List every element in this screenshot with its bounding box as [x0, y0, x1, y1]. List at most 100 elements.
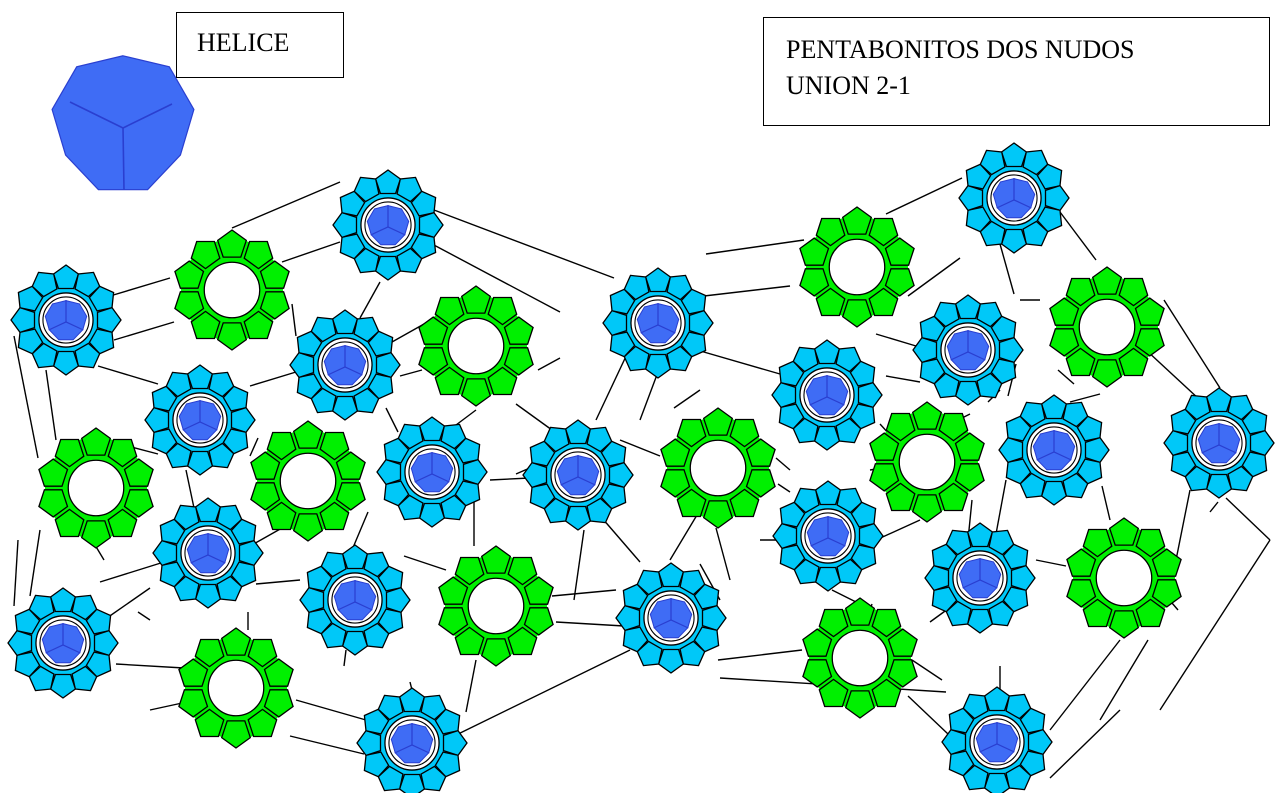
ring-center: [828, 238, 886, 296]
ring-pentagon: [363, 708, 390, 735]
connection-line: [251, 527, 283, 546]
ring-pentagon: [841, 206, 873, 235]
ring-pentagon: [679, 640, 706, 667]
connection-line: [343, 649, 347, 667]
ring-pentagon: [1019, 707, 1046, 734]
ring-pentagon: [331, 309, 359, 335]
ring-pentagon: [418, 211, 444, 239]
helice-core-seam: [670, 619, 689, 629]
ring-pentagon: [887, 659, 918, 688]
ring-pentagon: [850, 501, 877, 528]
ring-pentagon: [600, 440, 627, 467]
ring-pentagon: [292, 513, 324, 542]
ring-pentagon: [779, 544, 806, 571]
ring-pentagon: [945, 529, 972, 556]
helice-core-seam: [810, 537, 829, 547]
ring-pentagon: [1135, 598, 1166, 628]
ring-pentagon: [396, 176, 423, 203]
ring-pentagon: [1170, 408, 1197, 435]
ring-pentagon: [778, 360, 805, 387]
green-pentagon-ring-icon: [869, 401, 985, 523]
helice-core-seam: [967, 351, 986, 361]
ring-pentagon: [107, 508, 138, 538]
ring-pentagon: [74, 342, 101, 369]
helice-core-seam: [979, 743, 998, 753]
ring-pentagon: [434, 708, 461, 735]
blue-pentagon-ring-icon: [144, 364, 256, 476]
blue-pentagon-ring-icon: [771, 339, 883, 451]
ring-pentagon: [680, 331, 707, 358]
ring-pentagon: [52, 264, 80, 290]
ring-pentagon: [28, 665, 55, 692]
ring-pentagon: [1065, 277, 1096, 307]
ring-pentagon: [983, 686, 1011, 712]
ring-pentagon: [454, 480, 481, 507]
blue-pentagon-ring-icon: [615, 562, 727, 674]
blue-pentagon-ring-icon: [376, 416, 488, 528]
connection-line: [1163, 299, 1221, 389]
ring-pentagon: [250, 451, 281, 480]
connection-line: [1049, 639, 1121, 731]
ring-pentagon: [194, 708, 225, 738]
ring-pentagon: [933, 372, 960, 399]
title-box: PENTABONITOS DOS NUDOS UNION 2-1: [763, 17, 1270, 126]
ring-pentagon: [814, 480, 842, 506]
ring-pentagon: [397, 423, 424, 450]
ring-pentagon: [1241, 408, 1268, 435]
ring-pentagon: [332, 211, 358, 239]
ring-pentagon: [208, 442, 235, 469]
ring-center: [1095, 549, 1153, 607]
blue-pentagon-ring-icon: [941, 686, 1053, 793]
connection-line: [291, 303, 297, 337]
ring-pentagon: [702, 407, 734, 436]
helice-pentagon-icon: [51, 55, 195, 191]
green-pentagon-ring-icon: [418, 285, 534, 407]
ring-pentagon: [979, 149, 1006, 176]
ring-pentagon: [1108, 517, 1140, 546]
ring-center: [203, 261, 261, 319]
ring-pentagon: [1134, 297, 1165, 326]
helice-core-seam: [414, 473, 433, 483]
ring-pentagon: [1000, 228, 1028, 254]
ring-pentagon: [377, 608, 404, 635]
ring-pentagon: [815, 287, 846, 317]
helice-core-seam: [411, 744, 430, 754]
ring-pentagon: [586, 426, 613, 453]
ring-pentagon: [339, 233, 366, 260]
green-pentagon-ring-icon: [799, 206, 915, 328]
connection-line: [885, 375, 921, 383]
ring-pentagon: [962, 764, 989, 791]
ring-pentagon: [1076, 415, 1103, 442]
ring-center: [67, 459, 125, 517]
ring-pentagon: [799, 268, 830, 297]
ring-pentagon: [71, 665, 98, 692]
ring-center: [207, 659, 265, 717]
connection-line: [13, 539, 19, 607]
ring-pentagon: [657, 562, 685, 588]
ring-pentagon: [1082, 598, 1113, 628]
ring-pentagon: [792, 346, 819, 373]
ring-pentagon: [49, 587, 77, 613]
ring-pentagon: [990, 358, 1017, 385]
ring-pentagon: [216, 322, 248, 351]
connection-line: [351, 511, 369, 551]
ring-pentagon: [1151, 548, 1182, 577]
connection-line: [109, 277, 171, 297]
connection-line: [489, 477, 531, 481]
ring-center: [898, 433, 956, 491]
ring-pentagon: [988, 600, 1015, 627]
ring-pentagon: [418, 416, 446, 442]
blue-pentagon-ring-icon: [602, 267, 714, 379]
connection-line: [689, 347, 781, 375]
blue-pentagon-ring-icon: [7, 587, 119, 699]
helice-core-seam: [950, 351, 969, 361]
connection-lines: [13, 177, 1271, 779]
helice-seam: [69, 101, 124, 129]
connection-line: [281, 241, 341, 263]
connection-line: [669, 509, 701, 561]
connection-line: [715, 527, 731, 581]
ring-pentagon: [1205, 387, 1233, 413]
connection-line: [875, 333, 917, 347]
ring-pentagon: [636, 569, 663, 596]
ring-pentagon: [966, 608, 994, 634]
